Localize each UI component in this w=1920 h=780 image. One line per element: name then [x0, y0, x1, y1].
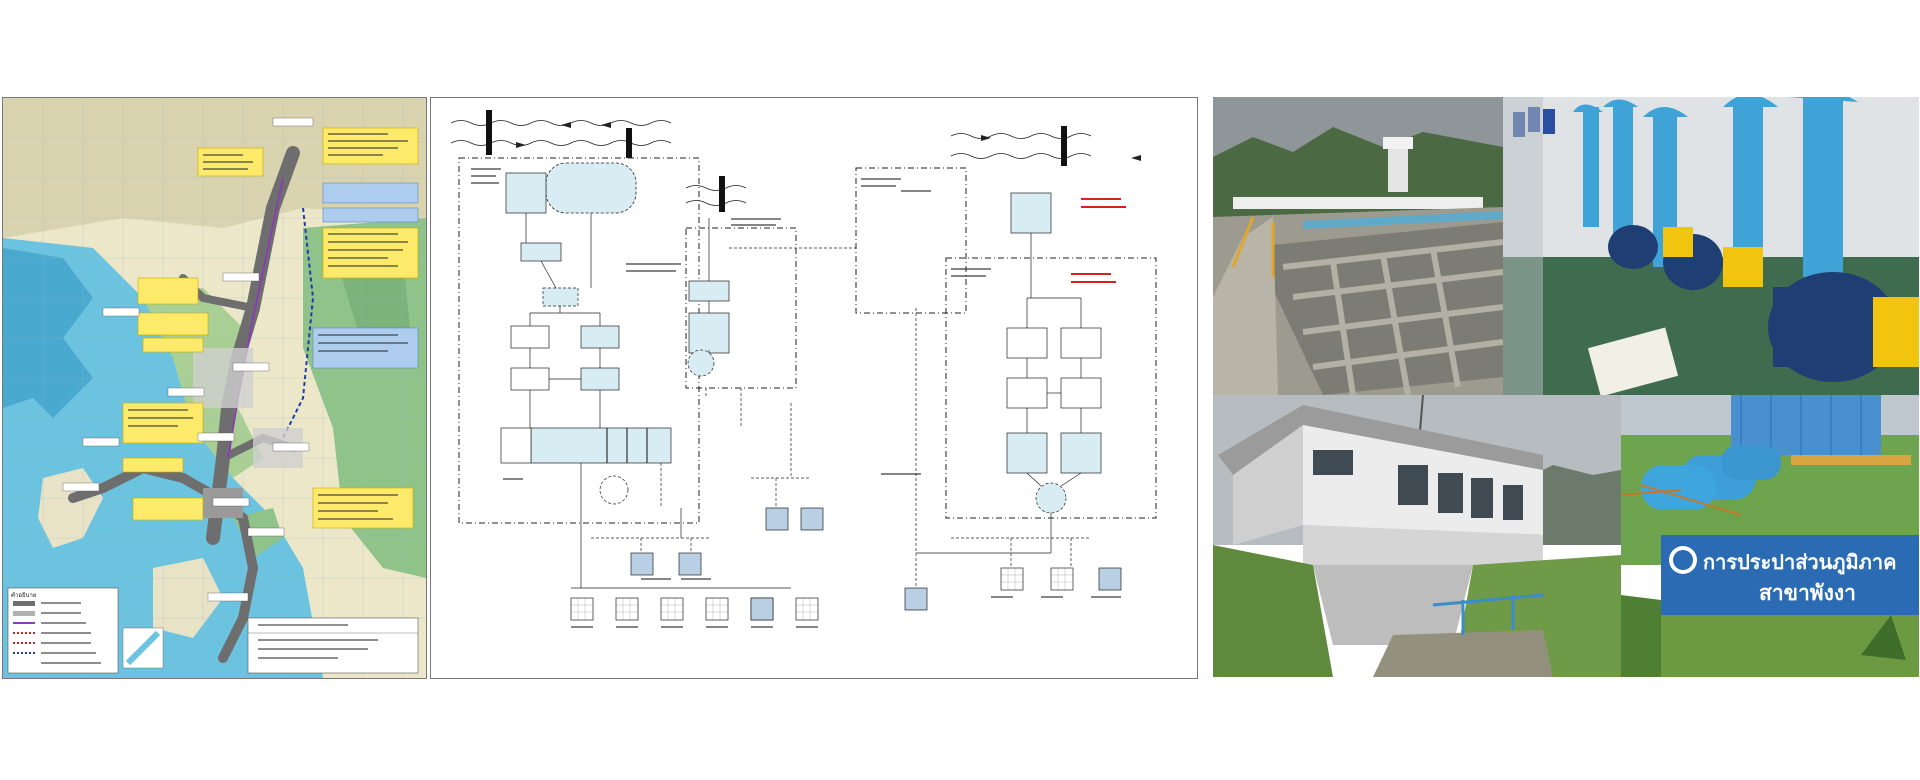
service-area-nodes — [570, 507, 1122, 621]
junction-box — [542, 287, 579, 307]
pwa-sign-board — [1661, 535, 1919, 615]
water-system-schematic — [430, 97, 1198, 679]
sign-line-1: การประปาส่วนภูมิภาค — [1703, 550, 1896, 576]
flow-lines — [525, 213, 1082, 589]
sign-line-2: สาขาพังงา — [1759, 581, 1856, 605]
schematic-graphic — [450, 110, 1157, 628]
map-line-purple — [227, 177, 284, 459]
service-area-map: คำอธิบาย — [2, 97, 427, 679]
intake-building-photo — [1213, 395, 1621, 677]
map-callouts — [122, 127, 419, 529]
process-boxes — [505, 172, 1102, 474]
map-line-blue-dashed — [282, 207, 315, 439]
map-legend-title: คำอธิบาย — [11, 592, 36, 599]
storage-tanks — [599, 349, 1067, 514]
map-sea-deep — [3, 248, 93, 418]
raw-water-reservoir — [545, 162, 637, 214]
process-boxes-white — [500, 325, 1102, 464]
map-callout-text — [128, 133, 408, 520]
treatment-basins-photo — [1213, 97, 1503, 395]
dashed-flow-lines — [591, 247, 1091, 588]
intake-weirs — [486, 110, 1067, 212]
map-graphic: คำอธิบาย — [3, 98, 426, 678]
map-legend: คำอธิบาย — [7, 587, 119, 674]
red-annotations — [1071, 198, 1126, 283]
pressure-tanks-photo: การประปาส่วนภูมิภาค สาขาพังงา — [1621, 395, 1919, 677]
flow-arrows — [516, 122, 1141, 161]
map-place-labels — [62, 117, 314, 602]
pump-station-photo — [1503, 97, 1919, 395]
map-title-block — [122, 617, 419, 674]
schematic-text — [471, 168, 1121, 628]
map-town-1 — [193, 348, 253, 408]
